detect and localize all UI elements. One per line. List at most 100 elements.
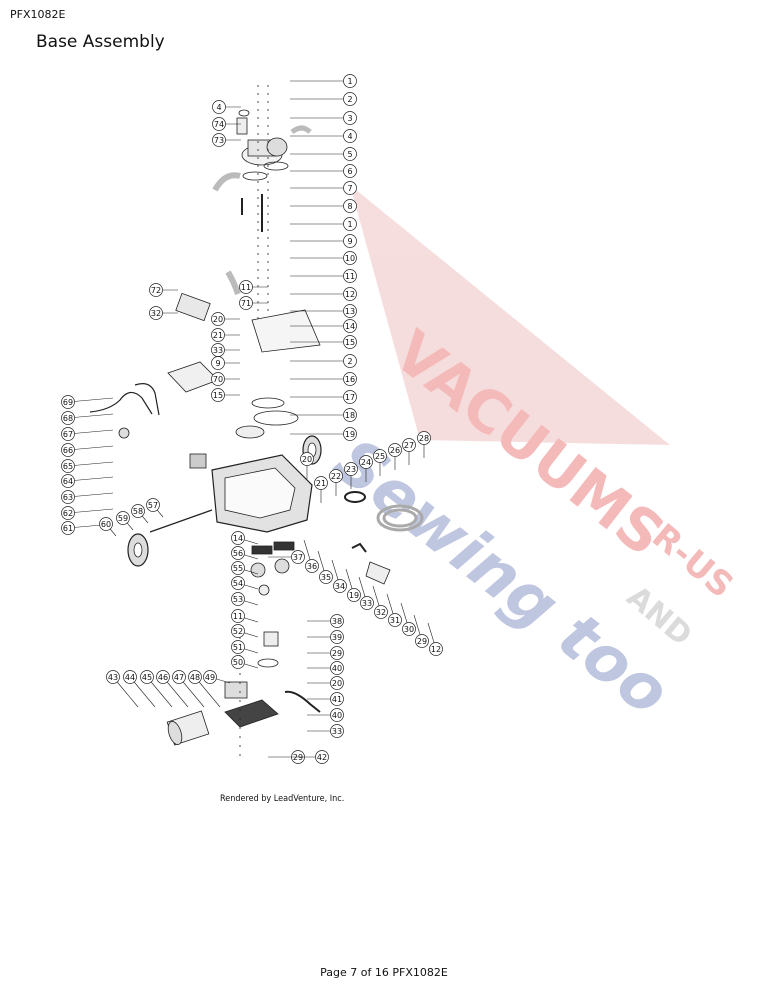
elbow-part-3: [290, 125, 312, 135]
callout-bubble: [343, 304, 357, 318]
page-title: Base Assembly: [36, 32, 165, 52]
callout-bubble: [343, 92, 357, 106]
callout-number: 53: [233, 595, 243, 604]
callout-bubble: [231, 624, 245, 638]
callout-leader-line: [67, 429, 114, 435]
callout-bubble: [211, 388, 225, 402]
callout-bubble: [429, 642, 443, 656]
callout-bubble: [156, 670, 170, 684]
callout-number: 8: [347, 202, 352, 211]
ring-part-4: [238, 109, 250, 117]
callout-bubble: [343, 234, 357, 248]
callout-bubble: [211, 356, 225, 370]
callout-number: 70: [213, 375, 223, 384]
parts-drawing: [89, 85, 424, 760]
callout-bubble: [343, 408, 357, 422]
document-code: PFX1082E: [10, 8, 66, 21]
callout-number: 33: [332, 727, 342, 736]
callout-number: 38: [332, 617, 342, 626]
callout-number: 2: [347, 95, 352, 104]
callout-number: 9: [347, 237, 352, 246]
callout-bubble: [314, 476, 328, 490]
callout-number: 14: [233, 534, 243, 543]
callout-number: 12: [345, 290, 355, 299]
callout-bubble: [330, 630, 344, 644]
callout-bubble: [402, 438, 416, 452]
render-credit: Rendered by LeadVenture, Inc.: [220, 794, 345, 804]
callout-number: 35: [321, 573, 331, 582]
callout-number: 1: [347, 220, 352, 229]
callout-number: 14: [345, 322, 355, 331]
callout-number: 60: [101, 520, 111, 529]
callout-number: 49: [205, 673, 215, 682]
callout-number: 16: [345, 375, 355, 384]
callout-number: 25: [375, 452, 385, 461]
callout-number: 46: [158, 673, 168, 682]
callout-bubble: [212, 133, 226, 147]
plate-13-part: [251, 309, 321, 353]
callout-number: 47: [174, 673, 184, 682]
callout-bubble: [343, 129, 357, 143]
callout-leader-line: [67, 508, 114, 514]
callout-bubble: [106, 670, 120, 684]
callout-bubble: [291, 550, 305, 564]
callout-number: 63: [63, 493, 73, 502]
callout-number: 11: [345, 272, 355, 281]
callout-bubble: [319, 570, 333, 584]
callout-number: 72: [151, 286, 161, 295]
callout-bubble: [99, 517, 113, 531]
callout-bubble: [343, 111, 357, 125]
callout-bubble: [343, 390, 357, 404]
callout-number: 4: [347, 132, 352, 141]
callout-number: 20: [213, 315, 223, 324]
callout-bubble: [343, 164, 357, 178]
bracket-part: [189, 453, 207, 469]
axle-57-part: [149, 509, 213, 533]
callout-number: 68: [63, 414, 73, 423]
callout-number: 51: [233, 643, 243, 652]
callout-number: 28: [419, 434, 429, 443]
callout-bubble: [343, 269, 357, 283]
callout-bubble: [188, 670, 202, 684]
callout-bubble: [203, 670, 217, 684]
callout-bubble: [373, 449, 387, 463]
motor-49-part: [224, 681, 248, 699]
callout-number: 29: [332, 649, 342, 658]
callout-bubble: [330, 708, 344, 722]
callout-number: 19: [345, 430, 355, 439]
callout-bubble: [211, 328, 225, 342]
callout-number: 45: [142, 673, 152, 682]
callout-number: 6: [347, 167, 352, 176]
callout-bubble: [343, 181, 357, 195]
callout-leader-line: [67, 413, 114, 419]
callout-bubble: [343, 354, 357, 368]
callout-number: 24: [361, 458, 371, 467]
callout-bubble: [231, 561, 245, 575]
callout-bubble: [61, 411, 75, 425]
filter-pad-42-part: [224, 699, 279, 728]
tube-part-74: [236, 117, 248, 135]
watermark-triangle-shape: [350, 185, 670, 445]
callout-number: 56: [233, 549, 243, 558]
callout-bubble: [239, 280, 253, 294]
callout-bubble: [61, 459, 75, 473]
callout-bubble: [300, 452, 314, 466]
callout-bubble: [343, 147, 357, 161]
callout-bubble: [131, 504, 145, 518]
callout-number: 74: [214, 120, 224, 129]
callout-number: 71: [241, 299, 251, 308]
cup-38-part: [263, 631, 279, 647]
callout-leader-line: [67, 397, 114, 403]
callout-number: 43: [108, 673, 118, 682]
pad-56-part: [251, 545, 273, 555]
callout-number: 59: [118, 514, 128, 523]
callout-number: 33: [213, 346, 223, 355]
callout-number: 30: [404, 625, 414, 634]
callout-number: 50: [233, 658, 243, 667]
callout-bubble: [343, 217, 357, 231]
callout-bubble: [359, 455, 373, 469]
callout-bubble: [231, 546, 245, 560]
callout-number: 73: [214, 136, 224, 145]
callout-number: 37: [293, 553, 303, 562]
